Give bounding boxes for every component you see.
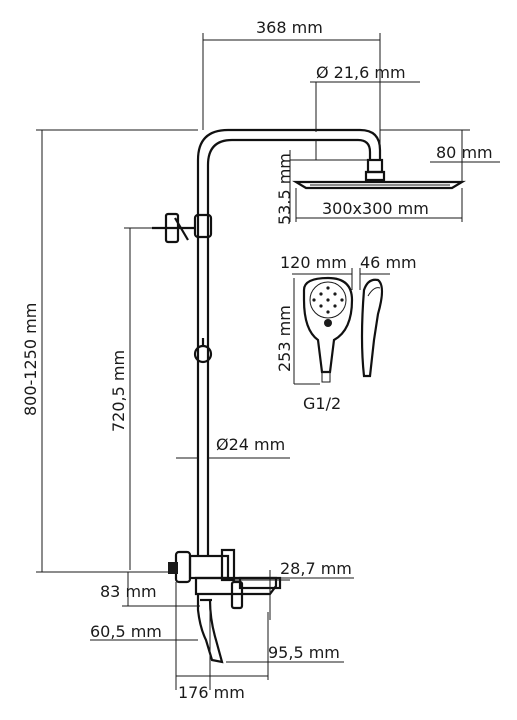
- dim-arm-diameter: Ø 21,6 mm: [310, 63, 420, 160]
- svg-text:28,7 mm: 28,7 mm: [280, 559, 352, 578]
- svg-text:300x300 mm: 300x300 mm: [322, 199, 429, 218]
- dim-spout-length: 95,5 mm: [226, 612, 344, 668]
- dim-overall-depth: 176 mm: [176, 664, 269, 702]
- svg-text:Ø 21,6 mm: Ø 21,6 mm: [316, 63, 406, 82]
- svg-text:95,5 mm: 95,5 mm: [268, 643, 340, 662]
- svg-text:80 mm: 80 mm: [436, 143, 493, 162]
- svg-text:368 mm: 368 mm: [256, 18, 323, 37]
- riser-pipe: [196, 128, 382, 555]
- svg-text:46 mm: 46 mm: [360, 253, 417, 272]
- dim-hand-depth: 46 mm: [359, 253, 417, 290]
- upper-valve: [152, 212, 213, 244]
- svg-text:253 mm: 253 mm: [275, 305, 294, 372]
- dim-inlet-height: 83 mm: [100, 572, 200, 607]
- hand-shower: [302, 276, 384, 383]
- dim-inlet-offset: 60,5 mm: [90, 582, 211, 690]
- dim-hand-width: 120 mm: [280, 253, 353, 290]
- dim-total-height: 800-1250 mm: [21, 129, 198, 573]
- svg-text:83 mm: 83 mm: [100, 582, 157, 601]
- slider-knob: [193, 338, 213, 364]
- dim-mixer-offset: 28,7 mm: [234, 559, 354, 620]
- svg-text:60,5 mm: 60,5 mm: [90, 622, 162, 641]
- rain-shower-head: [292, 158, 466, 190]
- svg-text:G1/2: G1/2: [303, 394, 341, 413]
- dim-head-height: 53.5 mm: [275, 150, 370, 225]
- svg-text:800-1250 mm: 800-1250 mm: [21, 303, 40, 416]
- dim-top-width: 368 mm: [202, 18, 381, 160]
- spray-holes: [312, 286, 344, 314]
- dim-hand-length: 253 mm: [275, 278, 320, 385]
- dim-bar-height: 720,5 mm: [109, 227, 152, 570]
- dim-head-offset: 80 mm: [380, 129, 500, 182]
- dim-pipe-diameter: Ø24 mm: [176, 435, 290, 459]
- svg-text:Ø24 mm: Ø24 mm: [216, 435, 285, 454]
- svg-text:176 mm: 176 mm: [178, 683, 245, 702]
- dim-thread: G1/2: [303, 394, 341, 413]
- svg-text:53.5 mm: 53.5 mm: [275, 153, 294, 225]
- dim-head-size: 300x300 mm: [295, 188, 463, 222]
- thermostatic-mixer: [168, 548, 282, 664]
- svg-text:120 mm: 120 mm: [280, 253, 347, 272]
- svg-text:720,5 mm: 720,5 mm: [109, 350, 128, 432]
